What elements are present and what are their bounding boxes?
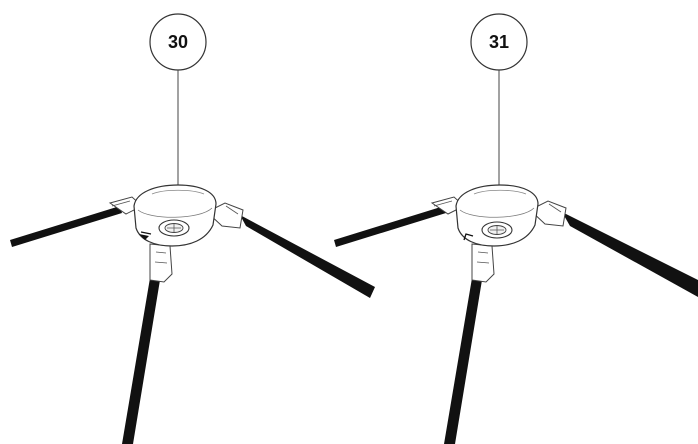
bristle-arm-down-30 bbox=[122, 243, 173, 444]
side-brush-assembly-30: 30 bbox=[10, 13, 375, 444]
callout-label-30: 30 bbox=[168, 32, 188, 52]
arrow-mark-icon bbox=[139, 231, 152, 240]
bristle-arm-left-31 bbox=[334, 196, 465, 247]
brush-hub-31 bbox=[455, 184, 539, 247]
side-brush-assembly-31: 31 bbox=[334, 13, 698, 444]
bristle-arm-left-30 bbox=[10, 196, 143, 247]
bristle-arm-right-30 bbox=[206, 202, 375, 298]
bristle-arm-right-31 bbox=[529, 200, 698, 297]
callout-31: 31 bbox=[470, 13, 528, 186]
callout-30: 30 bbox=[149, 13, 207, 186]
corner-mark-icon bbox=[463, 233, 474, 241]
bristle-arm-down-31 bbox=[444, 243, 495, 444]
callout-label-31: 31 bbox=[489, 32, 509, 52]
brush-hub-30 bbox=[133, 184, 217, 247]
